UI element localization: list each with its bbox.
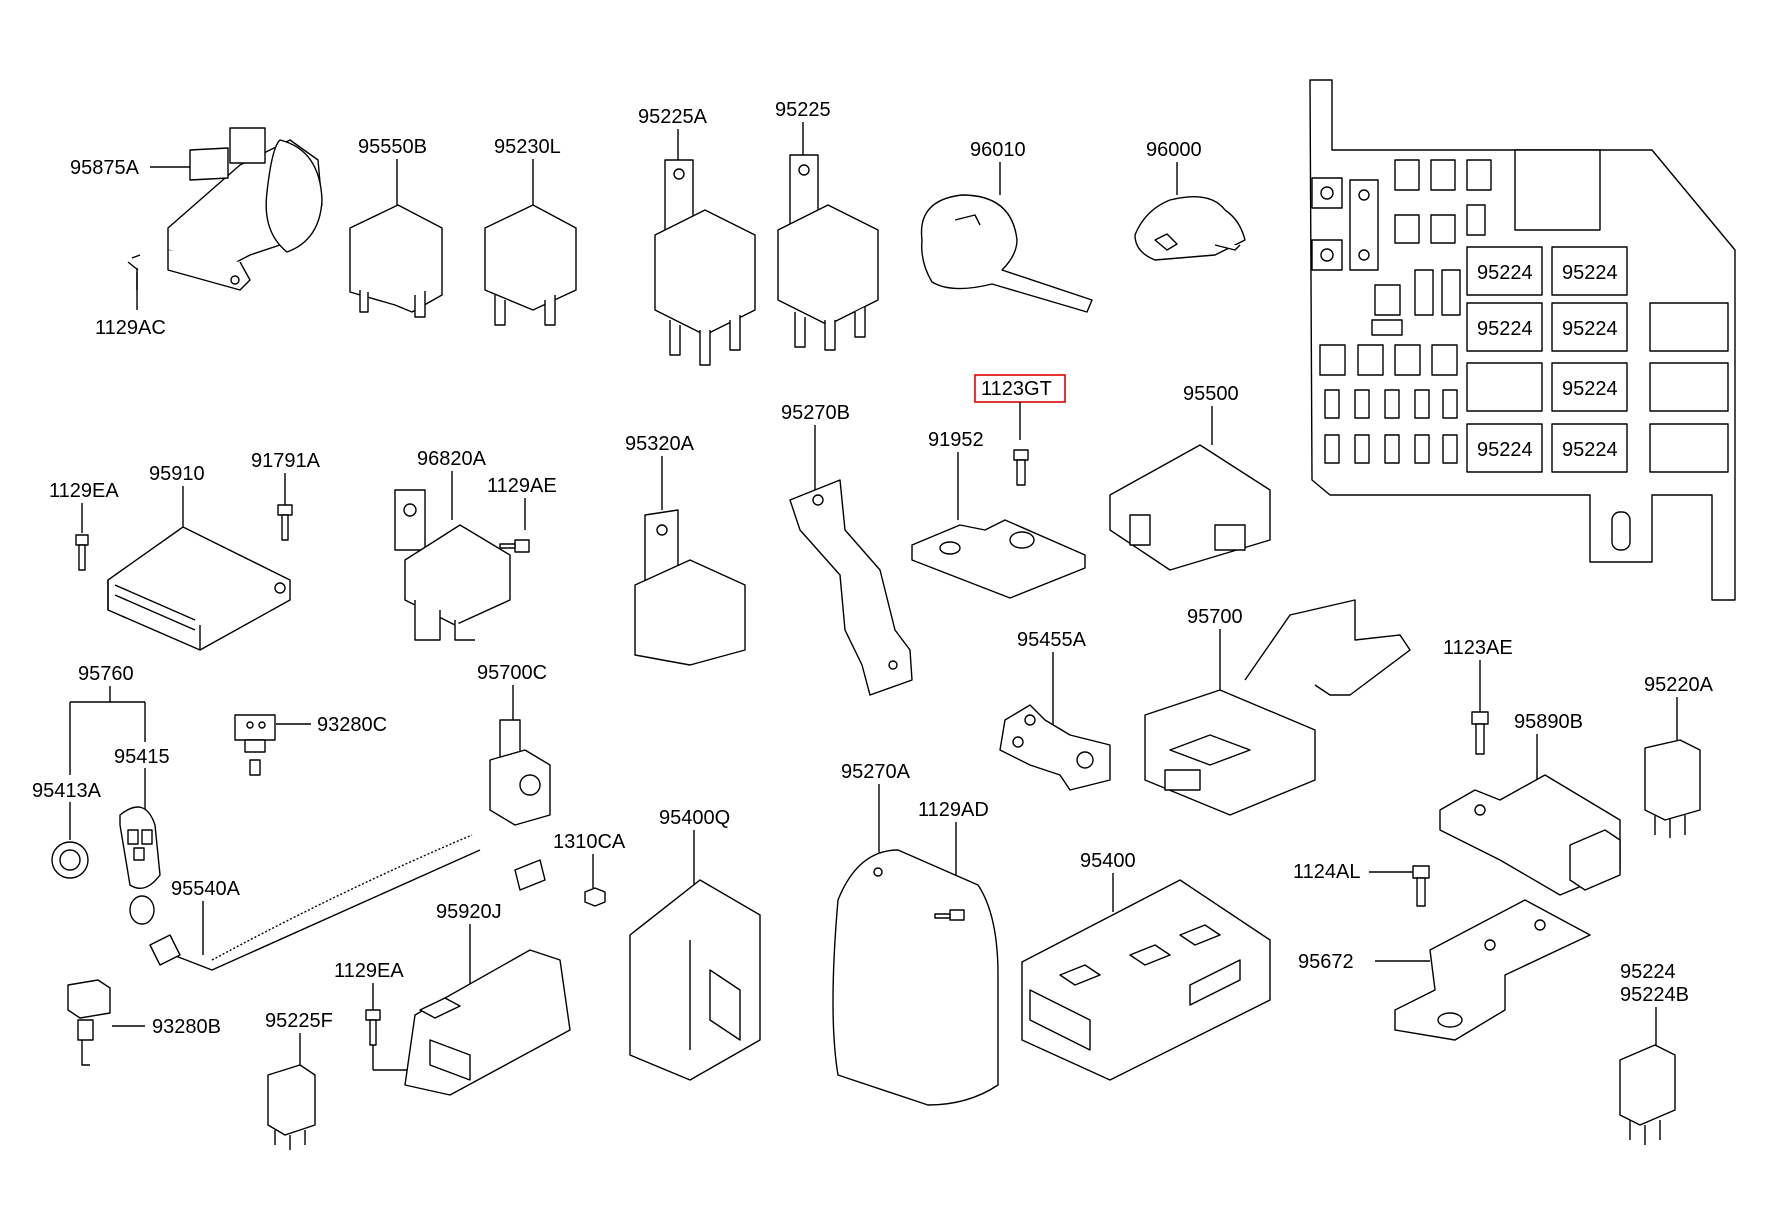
fuse-box[interactable]: 95224 95224 95224 95224 95224 95224 9522… (1309, 79, 1736, 601)
part-95700C-sensor[interactable] (489, 719, 551, 826)
label-95413A[interactable]: 95413A (32, 780, 102, 802)
part-95875A-actuator[interactable] (127, 127, 323, 291)
part-95270B-bracket[interactable] (789, 479, 913, 696)
label-95920J[interactable]: 95920J (436, 901, 502, 923)
label-95760[interactable]: 95760 (78, 663, 134, 685)
part-95225A-relay[interactable] (654, 159, 756, 366)
label-1123AE[interactable]: 1123AE (1443, 637, 1513, 659)
label-95540A[interactable]: 95540A (171, 878, 241, 900)
part-95400Q-module[interactable] (629, 879, 761, 1081)
label-95400Q[interactable]: 95400Q (659, 807, 730, 829)
label-95415[interactable]: 95415 (114, 746, 170, 768)
fuse-box-slot-7: 95224 (1562, 439, 1618, 461)
part-1123AE-bolt[interactable] (1471, 711, 1489, 755)
label-95672[interactable]: 95672 (1298, 951, 1354, 973)
label-95700C[interactable]: 95700C (477, 662, 547, 684)
fuse-box-slot-2: 95224 (1562, 262, 1618, 284)
label-93280C[interactable]: 93280C (317, 714, 387, 736)
label-1124AL[interactable]: 1124AL (1293, 861, 1360, 883)
part-95225-relay[interactable] (777, 154, 879, 351)
label-95455A[interactable]: 95455A (1017, 629, 1087, 651)
fuse-box-slot-5: 95224 (1562, 378, 1618, 400)
part-1129AE-bolt[interactable] (499, 539, 530, 553)
label-96000[interactable]: 96000 (1146, 139, 1202, 161)
label-95225[interactable]: 95225 (775, 99, 831, 121)
part-96820A-unit[interactable] (394, 489, 511, 641)
label-95400[interactable]: 95400 (1080, 850, 1136, 872)
part-95910-module[interactable] (107, 526, 291, 651)
part-95225F-relay[interactable] (267, 1064, 316, 1150)
part-1123GT-bolt[interactable] (1013, 449, 1029, 486)
part-95540A-cable[interactable] (149, 834, 546, 971)
part-96010-antenna[interactable] (920, 194, 1093, 313)
label-95875A[interactable]: 95875A (70, 157, 140, 179)
label-95270A[interactable]: 95270A (841, 761, 911, 783)
label-95224-side[interactable]: 95224 (1620, 961, 1676, 983)
part-95890B-module[interactable] (1439, 774, 1621, 896)
part-95220A-relay[interactable] (1644, 739, 1701, 838)
fuse-box-slot-6: 95224 (1477, 439, 1533, 461)
part-95320A-relay[interactable] (634, 509, 746, 666)
part-1129EA-bolt[interactable] (75, 534, 89, 571)
label-95910[interactable]: 95910 (149, 463, 205, 485)
fuse-box-slot-1: 95224 (1477, 262, 1533, 284)
part-1129AD-bolt[interactable] (934, 909, 965, 921)
label-1123GT[interactable]: 1123GT (981, 378, 1052, 400)
part-95672-bracket[interactable] (1394, 899, 1591, 1041)
fuse-box-slot-3: 95224 (1477, 318, 1533, 340)
fuse-box-slot-4: 95224 (1562, 318, 1618, 340)
part-93280B-switch[interactable] (67, 979, 111, 1066)
part-95550B-relay[interactable] (349, 204, 443, 318)
leader-lines (69, 122, 1678, 1071)
label-1129AC[interactable]: 1129AC (95, 317, 166, 339)
part-95455A-bracket[interactable] (999, 704, 1111, 791)
label-1129AD[interactable]: 1129AD (918, 799, 989, 821)
label-95550B[interactable]: 95550B (358, 136, 427, 158)
part-95270A-module[interactable] (832, 849, 999, 1106)
part-95415-keyfob[interactable] (119, 806, 161, 925)
label-91791A[interactable]: 91791A (251, 450, 321, 472)
label-95700[interactable]: 95700 (1187, 606, 1243, 628)
label-95500[interactable]: 95500 (1183, 383, 1239, 405)
label-95320A[interactable]: 95320A (625, 433, 695, 455)
label-1129AE[interactable]: 1129AE (487, 475, 557, 497)
part-95230L-relay[interactable] (484, 204, 577, 326)
label-95220A[interactable]: 95220A (1644, 674, 1714, 696)
label-96010[interactable]: 96010 (970, 139, 1026, 161)
label-95225F[interactable]: 95225F (265, 1010, 333, 1032)
label-93280B[interactable]: 93280B (152, 1016, 221, 1038)
part-1124AL-bolt[interactable] (1412, 865, 1430, 907)
label-95230L[interactable]: 95230L (494, 136, 561, 158)
label-95270B[interactable]: 95270B (781, 402, 850, 424)
part-93280C-switch[interactable] (234, 714, 276, 776)
part-1129EA-bolt-bottom[interactable] (365, 1009, 381, 1046)
label-95224B[interactable]: 95224B (1620, 984, 1689, 1006)
part-labels: 95875A 1129AC 95550B 95230L 95225A 95225… (32, 99, 1714, 1038)
label-1129EA-bottom[interactable]: 1129EA (334, 960, 404, 982)
part-95413A-battery[interactable] (51, 841, 89, 879)
part-95920J-module[interactable] (404, 949, 571, 1096)
part-95224-relay[interactable] (1619, 1044, 1676, 1145)
part-95500-module[interactable] (1109, 444, 1271, 571)
label-1310CA[interactable]: 1310CA (553, 831, 626, 853)
label-96820A[interactable]: 96820A (417, 448, 487, 470)
label-91952[interactable]: 91952 (928, 429, 984, 451)
part-95700-module[interactable] (1144, 599, 1411, 816)
part-91791A-bolt[interactable] (277, 504, 293, 541)
part-95400-module[interactable] (1021, 879, 1271, 1081)
part-91952-bracket[interactable] (911, 519, 1086, 599)
part-96000-antenna[interactable] (1134, 196, 1246, 261)
label-1129EA-top[interactable]: 1129EA (49, 480, 119, 502)
part-1310CA-nut[interactable] (584, 887, 606, 907)
label-95225A[interactable]: 95225A (638, 106, 708, 128)
label-95890B[interactable]: 95890B (1514, 711, 1583, 733)
